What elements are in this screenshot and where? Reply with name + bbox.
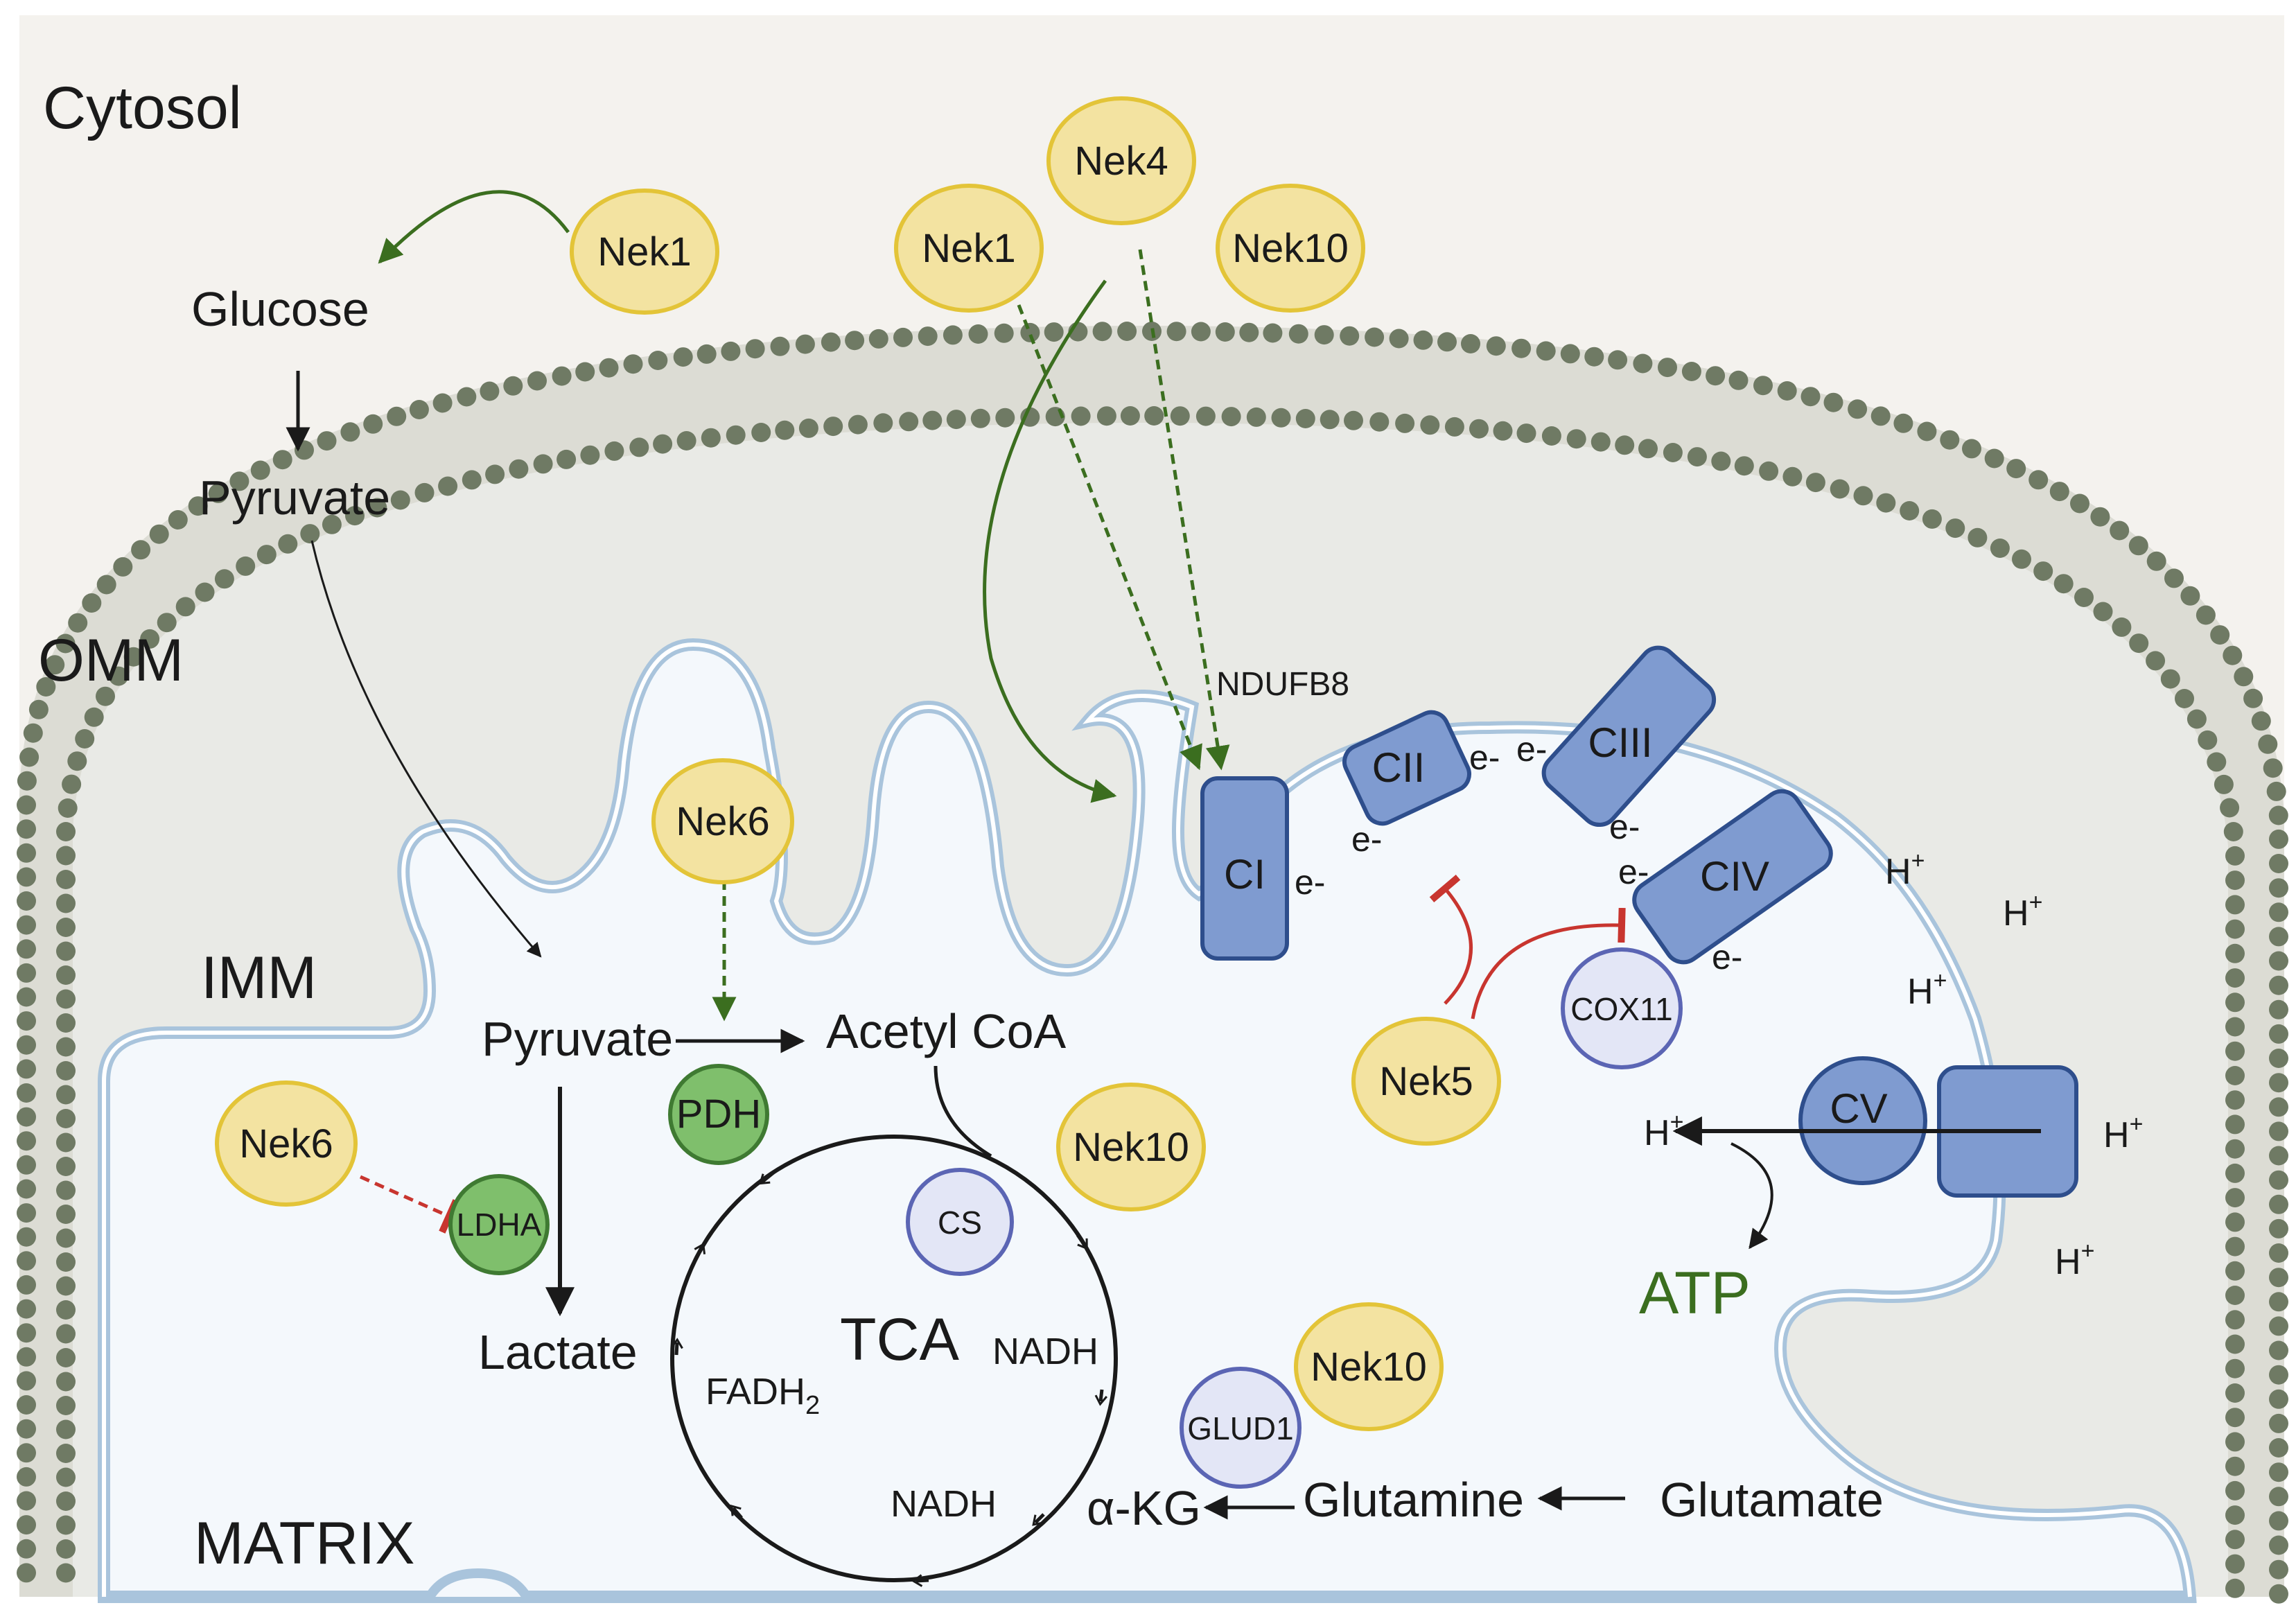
glud1-enzyme: GLUD1 <box>1180 1367 1302 1489</box>
nek6-label: Nek6 <box>676 799 769 844</box>
tca-chevron <box>911 1574 929 1587</box>
pdh-label: PDH <box>676 1092 761 1137</box>
nek6-upper: Nek6 <box>651 758 794 884</box>
proton-label: H+ <box>2103 1111 2143 1155</box>
electron-label: e- <box>1469 738 1500 777</box>
nek4: Nek4 <box>1046 96 1196 225</box>
nek1-to-glucose-arrow <box>378 190 570 264</box>
glud1-label: GLUD1 <box>1187 1410 1293 1446</box>
complex-iii: CIII <box>1541 645 1717 828</box>
complex-i: CI <box>1200 776 1289 961</box>
matrix-label: MATRIX <box>194 1510 415 1577</box>
nek6-label: Nek6 <box>239 1121 333 1166</box>
cs-enzyme: CS <box>906 1168 1014 1276</box>
tca-chevron <box>1076 1234 1088 1250</box>
fadh2-label: FADH2 <box>706 1371 820 1420</box>
proton-label: H+ <box>2003 889 2042 934</box>
nek6-inhibits-ldha <box>359 1175 459 1234</box>
nek10-tca: Nek10 <box>1056 1083 1206 1211</box>
nek5-label: Nek5 <box>1379 1059 1473 1104</box>
nek4-label: Nek4 <box>1074 139 1168 184</box>
electron-label: e- <box>1609 807 1640 846</box>
nek5-inhibits-cii <box>1429 874 1473 1005</box>
omm-label: OMM <box>38 627 184 694</box>
civ-label: CIV <box>1700 853 1769 900</box>
pyruvate-import-arrow <box>310 540 542 958</box>
glucose-label: Glucose <box>191 282 369 336</box>
nek10-top: Nek10 <box>1216 184 1365 313</box>
acetyl-coa-label: Acetyl CoA <box>826 1004 1067 1058</box>
nek1-cytosol: Nek1 <box>570 189 719 315</box>
ciii-label: CIII <box>1588 719 1652 766</box>
proton-label: H+ <box>1885 848 1925 892</box>
cv-label: CV <box>1830 1085 1887 1132</box>
tca-chevron <box>758 1171 775 1185</box>
nek4-to-ci-arrow <box>1138 249 1230 771</box>
atp-label: ATP <box>1639 1260 1751 1327</box>
ldha-label: LDHA <box>457 1207 542 1243</box>
ci-label: CI <box>1224 851 1265 898</box>
imm-label: IMM <box>201 945 317 1011</box>
tca-cycle-ring <box>670 1135 1118 1582</box>
tca-cycle: TCA NADH NADH FADH2 <box>670 1135 1118 1587</box>
cox11-enzyme: COX11 <box>1561 947 1683 1069</box>
nek10-label: Nek10 <box>1232 226 1349 271</box>
tca-chevron <box>694 1243 706 1259</box>
tca-chevron <box>730 1504 743 1519</box>
nek10-glud1: Nek10 <box>1294 1302 1444 1431</box>
electron-label: e- <box>1295 863 1325 902</box>
tca-chevron <box>670 1338 683 1356</box>
acetylcoa-to-tca-line <box>934 1065 992 1158</box>
complex-v: CV <box>1672 1056 2078 1198</box>
electron-label: e- <box>1351 820 1382 859</box>
pdh-enzyme: PDH <box>668 1064 769 1165</box>
nadh-label-upper: NADH <box>992 1331 1098 1372</box>
pyruvate-matrix-label: Pyruvate <box>482 1012 673 1066</box>
electron-label: e- <box>1618 852 1649 891</box>
nek10-label: Nek10 <box>1073 1125 1189 1170</box>
atp-synthesis-arrow <box>1730 1142 1773 1250</box>
ndufb8-label: NDUFB8 <box>1216 666 1349 703</box>
cs-label: CS <box>938 1205 982 1241</box>
cytosol-label: Cytosol <box>43 75 242 141</box>
nek5: Nek5 <box>1351 1017 1501 1146</box>
nek6-left: Nek6 <box>215 1080 358 1207</box>
electron-label: e- <box>1712 938 1742 977</box>
proton-label: H+ <box>1907 968 1947 1012</box>
proton-label: H+ <box>1644 1109 1683 1153</box>
pyruvate-cytosol-label: Pyruvate <box>199 471 390 525</box>
cox11-label: COX11 <box>1570 991 1672 1027</box>
tca-chevron <box>1032 1513 1045 1526</box>
nek5-inhibits-civ <box>1471 907 1626 1019</box>
nek1-label: Nek1 <box>922 226 1015 271</box>
nek1-top: Nek1 <box>894 184 1044 313</box>
complex-iv: CIV <box>1632 789 1833 965</box>
proton-labels: H+ H+ H+ H+ H+ H+ <box>1644 848 2143 1282</box>
electron-label: e- <box>1516 730 1547 769</box>
tca-chevron <box>1094 1389 1108 1406</box>
ldha-enzyme: LDHA <box>448 1174 550 1275</box>
cii-label: CII <box>1372 744 1426 791</box>
nek4-to-matrix-arrow <box>983 279 1117 803</box>
lactate-label: Lactate <box>478 1325 638 1379</box>
complex-ii: CII <box>1342 710 1471 826</box>
glutamine-label: Glutamine <box>1303 1473 1524 1527</box>
nek1-label: Nek1 <box>597 229 691 274</box>
glutamate-label: Glutamate <box>1660 1473 1884 1527</box>
nek1-to-ci-arrow <box>1017 304 1202 771</box>
akg-label: α-KG <box>1087 1481 1201 1535</box>
proton-label: H+ <box>2055 1238 2094 1282</box>
nadh-label-lower: NADH <box>891 1483 997 1525</box>
nek10-label: Nek10 <box>1311 1345 1427 1390</box>
tca-label: TCA <box>840 1306 960 1373</box>
